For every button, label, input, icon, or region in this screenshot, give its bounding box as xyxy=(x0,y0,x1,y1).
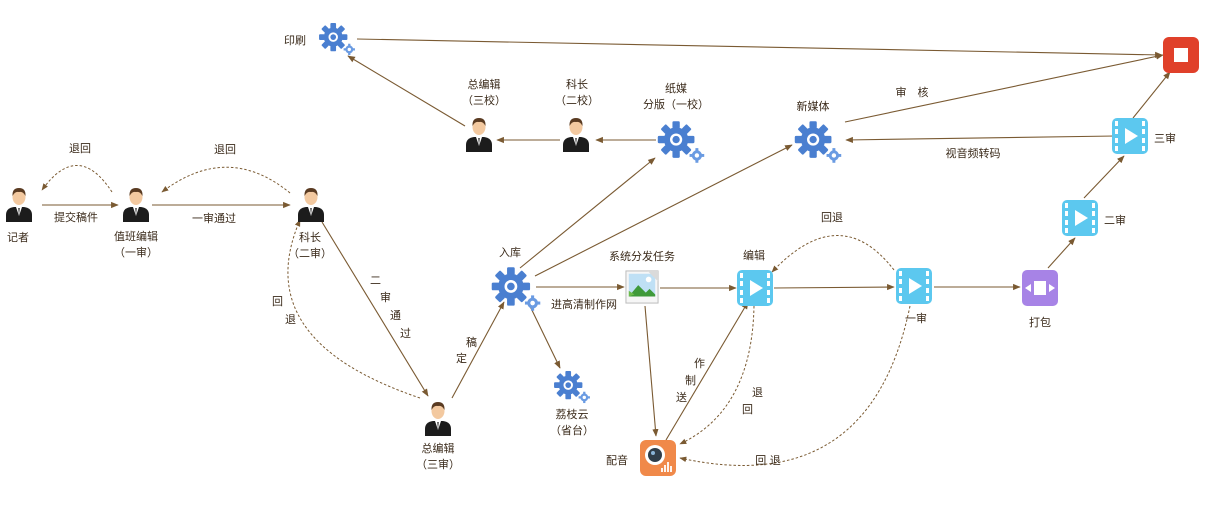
edit-video-icon[interactable] xyxy=(737,270,773,306)
edge-pack-to-review2 xyxy=(1047,237,1076,269)
label-pass2-3: 通 xyxy=(390,309,401,322)
edge-editor-print-to-print xyxy=(347,55,466,127)
edge-edit-to-review1 xyxy=(773,283,895,291)
label-reporter: 记者 xyxy=(7,231,29,244)
label-pass1: 一审通过 xyxy=(192,211,236,225)
section-chief-print-person-icon[interactable] xyxy=(563,118,589,152)
review1-video-icon[interactable] xyxy=(896,268,932,304)
label-chief-editor-3-2: （三审） xyxy=(416,457,460,471)
pack-icon[interactable] xyxy=(1022,270,1058,306)
label-lizhi-cloud-2: （省台） xyxy=(550,423,594,437)
label-review3: 三审 xyxy=(1154,131,1176,145)
label-return-e-1: 退 xyxy=(752,386,763,399)
section-chief-2-person-icon[interactable] xyxy=(298,188,324,222)
label-return-f: 回 退 xyxy=(755,454,781,467)
label-edit: 编辑 xyxy=(743,248,765,262)
label-submit: 提交稿件 xyxy=(54,210,98,224)
label-pack: 打包 xyxy=(1029,315,1051,329)
label-make-send-2: 制 xyxy=(685,374,696,387)
edge-edit-return-to-dub xyxy=(679,305,755,445)
label-chief-editor-print-1: 总编辑 xyxy=(468,77,501,91)
label-storage: 入库 xyxy=(499,246,521,259)
stop-icon[interactable] xyxy=(1163,37,1199,73)
label-av-transcode: 视音频转码 xyxy=(946,146,1001,160)
label-return-d: 回退 xyxy=(821,211,843,224)
edge-labels: 提交稿件 退回 一审通过 退回 二 审 通 过 回 退 稿 定 进高清制作网 回… xyxy=(54,85,1001,467)
edge-storage-to-lizhi xyxy=(527,301,561,369)
edge-chief2-return-to-duty xyxy=(161,166,291,194)
edge-dub-to-edit xyxy=(665,301,749,441)
dub-microphone-icon[interactable] xyxy=(640,440,676,476)
edge-review3-to-newmedia xyxy=(845,135,1116,143)
label-duty-editor-2: （一审） xyxy=(114,245,158,259)
edge-review1-return-to-edit xyxy=(771,235,895,273)
label-review1: 一审 xyxy=(905,311,927,325)
label-print: 印刷 xyxy=(284,34,306,47)
label-return-b: 退回 xyxy=(214,143,236,156)
edge-review2-to-review3 xyxy=(1083,155,1125,199)
label-section-chief-2-2: （二审） xyxy=(288,246,332,260)
chief-editor-3-person-icon[interactable] xyxy=(425,402,451,436)
storage-gear-icon[interactable] xyxy=(491,267,541,311)
label-lizhi-cloud-1: 荔枝云 xyxy=(556,407,589,421)
label-pass2-4: 过 xyxy=(400,327,411,340)
paper-layout-gear-icon[interactable] xyxy=(657,121,705,163)
print-gear-icon[interactable] xyxy=(319,22,355,56)
label-new-media: 新媒体 xyxy=(797,99,830,113)
label-return-c-1: 回 xyxy=(272,295,283,308)
dispatch-image-icon[interactable] xyxy=(625,270,659,304)
nodes xyxy=(6,22,1199,476)
label-return-e-2: 回 xyxy=(742,403,753,416)
review2-video-icon[interactable] xyxy=(1062,200,1098,236)
edge-chief3-to-storage xyxy=(451,301,505,399)
label-duty-editor-1: 值班编辑 xyxy=(114,229,158,243)
edge-storage-to-paper xyxy=(519,157,656,269)
label-dub: 配音 xyxy=(606,453,628,467)
edge-storage-to-newmedia xyxy=(534,144,793,277)
label-chief-editor-print-2: （三校） xyxy=(462,93,506,107)
lizhi-cloud-gear-icon[interactable] xyxy=(554,370,590,404)
reporter-person-icon[interactable] xyxy=(6,188,32,222)
edge-duty-return-to-reporter xyxy=(41,165,113,193)
label-pass2-2: 审 xyxy=(380,290,391,304)
edge-chief3-return-to-chief2 xyxy=(287,219,421,399)
review3-video-icon[interactable] xyxy=(1112,118,1148,154)
label-paper-layout-1: 纸媒 xyxy=(665,82,687,95)
label-return-a: 退回 xyxy=(69,142,91,155)
label-dispatch: 系统分发任务 xyxy=(609,249,675,263)
label-make-send-3: 送 xyxy=(676,390,687,404)
label-section-chief-print-1: 科长 xyxy=(566,77,588,91)
label-section-chief-print-2: （二校） xyxy=(555,93,599,107)
label-review2: 二审 xyxy=(1104,213,1126,227)
edge-review1-return-to-dub xyxy=(679,305,911,466)
edges xyxy=(41,38,1171,466)
label-hd-network: 进高清制作网 xyxy=(551,297,617,311)
chief-editor-print-person-icon[interactable] xyxy=(466,118,492,152)
edge-chief2-to-chief3 xyxy=(321,221,429,397)
new-media-gear-icon[interactable] xyxy=(794,121,842,163)
label-finalize-2: 定 xyxy=(456,351,467,365)
label-section-chief-2-1: 科长 xyxy=(299,230,321,244)
label-make-send-1: 作 xyxy=(694,357,705,370)
edge-newmedia-to-stop xyxy=(844,53,1164,123)
edge-review3-to-stop xyxy=(1132,71,1171,119)
duty-editor-person-icon[interactable] xyxy=(123,188,149,222)
label-finalize-1: 稿 xyxy=(466,335,477,349)
label-return-c-2: 退 xyxy=(285,313,296,326)
edge-print-to-stop xyxy=(356,38,1163,58)
label-audit: 审 核 xyxy=(896,85,929,99)
node-labels: 记者 值班编辑 （一审） 科长 （二审） 总编辑 （三审） 入库 荔枝云 （省台… xyxy=(7,34,1176,471)
edge-dispatch-to-dub xyxy=(644,305,659,437)
label-pass2-1: 二 xyxy=(370,274,381,287)
label-chief-editor-3-1: 总编辑 xyxy=(422,441,455,455)
label-paper-layout-2: 分版（一校） xyxy=(643,97,709,111)
